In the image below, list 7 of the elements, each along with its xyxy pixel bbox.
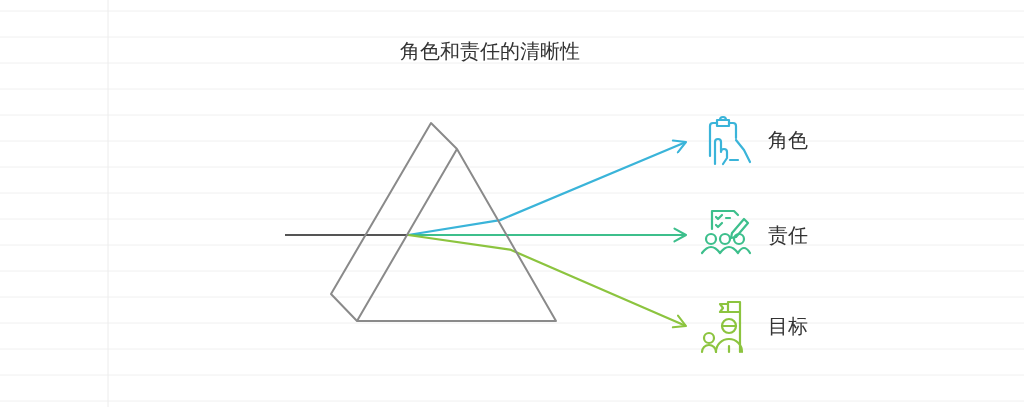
title: 角色和责任的清晰性 bbox=[399, 38, 581, 64]
arrow bbox=[407, 139, 688, 237]
light-ray bbox=[285, 233, 408, 237]
arrow bbox=[407, 233, 688, 329]
item-label: 目标 bbox=[768, 314, 808, 338]
item-label: 角色 bbox=[768, 128, 808, 152]
item-label: 责任 bbox=[768, 223, 808, 247]
